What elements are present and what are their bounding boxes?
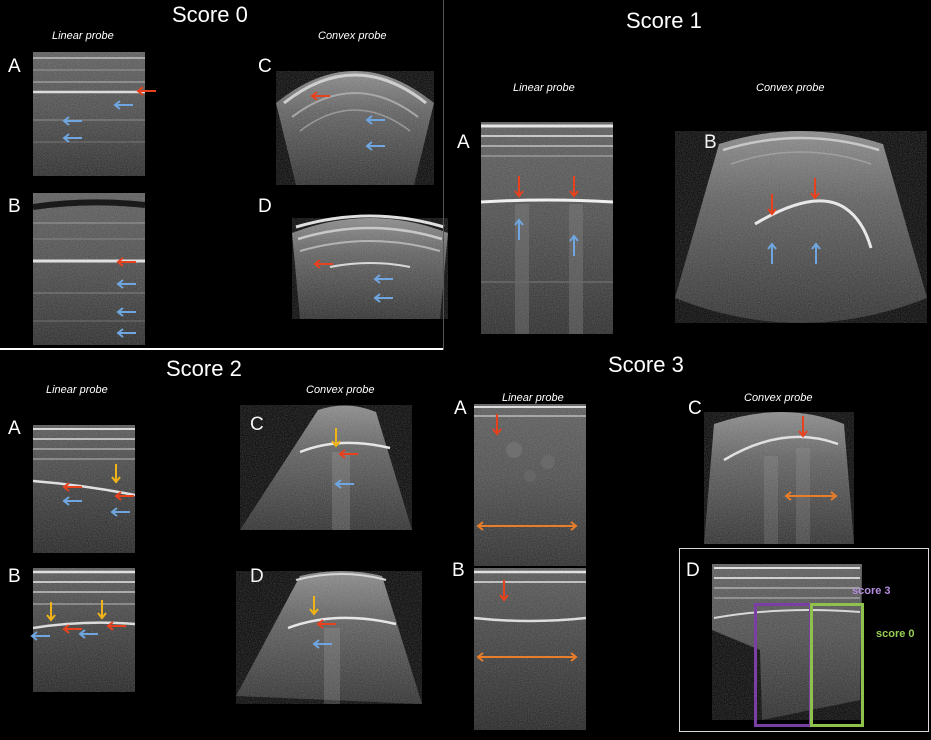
score1-convex-image-b xyxy=(675,128,927,326)
score0-convex-image-d xyxy=(290,205,450,319)
red-arrow-icon xyxy=(310,91,330,101)
blue-arrow-icon xyxy=(78,629,98,639)
blue-arrow-icon xyxy=(116,279,136,289)
score2-linear-probe-label: Linear probe xyxy=(46,384,108,396)
score0-letter-a: A xyxy=(8,56,21,77)
yellow-arrow-icon xyxy=(111,464,121,484)
score3-letter-c: C xyxy=(688,398,702,419)
red-arrow-icon xyxy=(136,86,156,96)
score1-letter-a: A xyxy=(457,132,470,153)
score3-d-frame xyxy=(679,548,929,732)
yellow-arrow-icon xyxy=(309,596,319,616)
score3-letter-d: D xyxy=(686,560,700,581)
blue-arrow-icon xyxy=(373,293,393,303)
blue-arrow-icon xyxy=(334,479,354,489)
blue-arrow-icon xyxy=(365,141,385,151)
red-arrow-icon xyxy=(313,259,333,269)
score2-linear-image-a xyxy=(33,425,135,553)
score0-letter-c: C xyxy=(258,56,272,77)
score1-convex-probe-label: Convex probe xyxy=(756,82,825,94)
blue-arrow-icon xyxy=(30,631,50,641)
score1-letter-b: B xyxy=(704,132,717,153)
red-arrow-icon xyxy=(492,414,502,436)
score0-arrows xyxy=(62,86,393,338)
score0-right-divider xyxy=(443,0,444,350)
red-arrow-icon xyxy=(62,624,82,634)
score1-linear-probe-label: Linear probe xyxy=(513,82,575,94)
red-arrow-icon xyxy=(316,619,336,629)
score1-linear-image-a xyxy=(481,122,613,334)
score3-arrows xyxy=(476,414,838,662)
blue-arrow-icon xyxy=(113,100,133,110)
blue-arrow-icon xyxy=(373,274,393,284)
blue-arrow-icon xyxy=(767,242,777,264)
score2-convex-probe-label: Convex probe xyxy=(306,384,375,396)
score0-convex-probe-label: Convex probe xyxy=(318,30,387,42)
score0-letter-b: B xyxy=(8,196,21,217)
score3-linear-image-a xyxy=(474,404,586,566)
score2-convex-image-c xyxy=(240,402,412,530)
score3-convex-probe-label: Convex probe xyxy=(744,392,813,404)
score2-letter-c: C xyxy=(250,414,264,435)
score3-linear-probe-label: Linear probe xyxy=(502,392,564,404)
score2-title: Score 2 xyxy=(166,356,242,381)
orange-double-arrow-icon xyxy=(784,491,838,501)
score3-title: Score 3 xyxy=(608,352,684,377)
red-arrow-icon xyxy=(798,416,808,438)
score0-letter-d: D xyxy=(258,196,272,217)
red-arrow-icon xyxy=(114,491,134,501)
red-arrow-icon xyxy=(338,449,358,459)
score2-arrows xyxy=(30,428,358,649)
score0-linear-image-a xyxy=(33,52,145,176)
blue-arrow-icon xyxy=(62,116,82,126)
red-arrow-icon xyxy=(499,580,509,602)
score2-letter-b: B xyxy=(8,566,21,587)
score0-linear-image-b xyxy=(33,193,145,345)
yellow-arrow-icon xyxy=(331,428,341,448)
score2-letter-a: A xyxy=(8,418,21,439)
blue-arrow-icon xyxy=(312,639,332,649)
blue-arrow-icon xyxy=(811,242,821,264)
blue-arrow-icon xyxy=(514,218,524,240)
score3-letter-a: A xyxy=(454,398,467,419)
score3-letter-b: B xyxy=(452,560,465,581)
orange-double-arrow-icon xyxy=(476,652,578,662)
yellow-arrow-icon xyxy=(97,600,107,620)
score1-title: Score 1 xyxy=(626,8,702,33)
score0-title: Score 0 xyxy=(172,2,248,27)
blue-arrow-icon xyxy=(116,307,136,317)
red-arrow-icon xyxy=(514,176,524,198)
blue-arrow-icon xyxy=(569,234,579,256)
red-arrow-icon xyxy=(569,176,579,198)
red-arrow-icon xyxy=(62,482,82,492)
score2-letter-d: D xyxy=(250,566,264,587)
blue-arrow-icon xyxy=(116,328,136,338)
red-arrow-icon xyxy=(106,621,126,631)
score3-box-label: score 3 xyxy=(852,585,891,597)
score0-bottom-divider xyxy=(0,348,443,350)
score0-green-box xyxy=(810,603,864,727)
red-arrow-icon xyxy=(767,194,777,216)
orange-double-arrow-icon xyxy=(476,521,578,531)
blue-arrow-icon xyxy=(365,115,385,125)
red-arrow-icon xyxy=(810,178,820,200)
blue-arrow-icon xyxy=(110,507,130,517)
score3-linear-image-b xyxy=(474,568,586,730)
blue-arrow-icon xyxy=(62,496,82,506)
yellow-arrow-icon xyxy=(46,602,56,622)
score1-arrows xyxy=(514,176,821,264)
score0-box-label: score 0 xyxy=(876,628,915,640)
red-arrow-icon xyxy=(116,257,136,267)
blue-arrow-icon xyxy=(62,133,82,143)
score2-convex-image-d xyxy=(236,568,422,704)
score0-linear-probe-label: Linear probe xyxy=(52,30,114,42)
